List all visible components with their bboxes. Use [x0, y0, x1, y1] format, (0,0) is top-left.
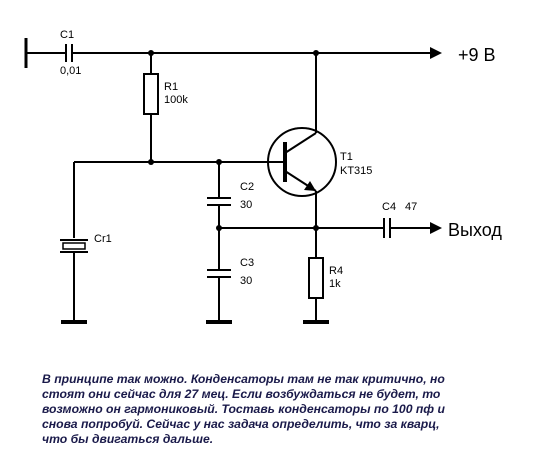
caption-line: возможно он гармониковый. Тоставь конден… — [42, 402, 445, 416]
crystal-cr1 — [60, 239, 88, 253]
c4-value: 47 — [405, 201, 417, 213]
caption-line: что бы двигаться дальше. — [42, 432, 214, 446]
r1-value: 100k — [164, 94, 188, 106]
oscillator-schematic: C1 0,01 +9 В R1 100k Cr1 C2 30 C3 30 — [24, 29, 502, 324]
t1-value: KT315 — [340, 165, 372, 177]
r4-ref: R4 — [329, 265, 343, 277]
c3-value: 30 — [240, 275, 252, 287]
resistor-r1 — [143, 73, 159, 115]
capacitor-c3 — [207, 269, 231, 278]
c1-ref: C1 — [60, 29, 74, 41]
r1-ref: R1 — [164, 81, 178, 93]
c2-value: 30 — [240, 199, 252, 211]
capacitor-c1 — [65, 44, 73, 62]
t1-ref: T1 — [340, 151, 353, 163]
capacitor-c4 — [383, 218, 391, 238]
output-label: Выход — [448, 220, 502, 240]
output-arrow-icon — [430, 222, 442, 234]
supply-arrow-icon — [430, 47, 442, 59]
r4-value: 1k — [329, 278, 341, 290]
caption-line: снова попробуй. Сейчас у нас задача опре… — [42, 417, 440, 431]
caption-line: В принципе так можно. Конденсаторы там н… — [42, 372, 445, 386]
crystal-ref: Cr1 — [94, 233, 112, 245]
c1-value: 0,01 — [60, 65, 81, 77]
capacitor-c2 — [207, 197, 231, 206]
caption-text: В принципе так можно. Конденсаторы там н… — [42, 372, 512, 447]
c2-ref: C2 — [240, 181, 254, 193]
caption-line: стоят они сейчас для 27 мец. Если возбуж… — [42, 387, 441, 401]
c4-ref: C4 — [382, 201, 396, 213]
resistor-r4 — [308, 257, 324, 299]
c3-ref: C3 — [240, 257, 254, 269]
supply-label: +9 В — [458, 45, 496, 65]
transistor-t1 — [267, 127, 337, 197]
